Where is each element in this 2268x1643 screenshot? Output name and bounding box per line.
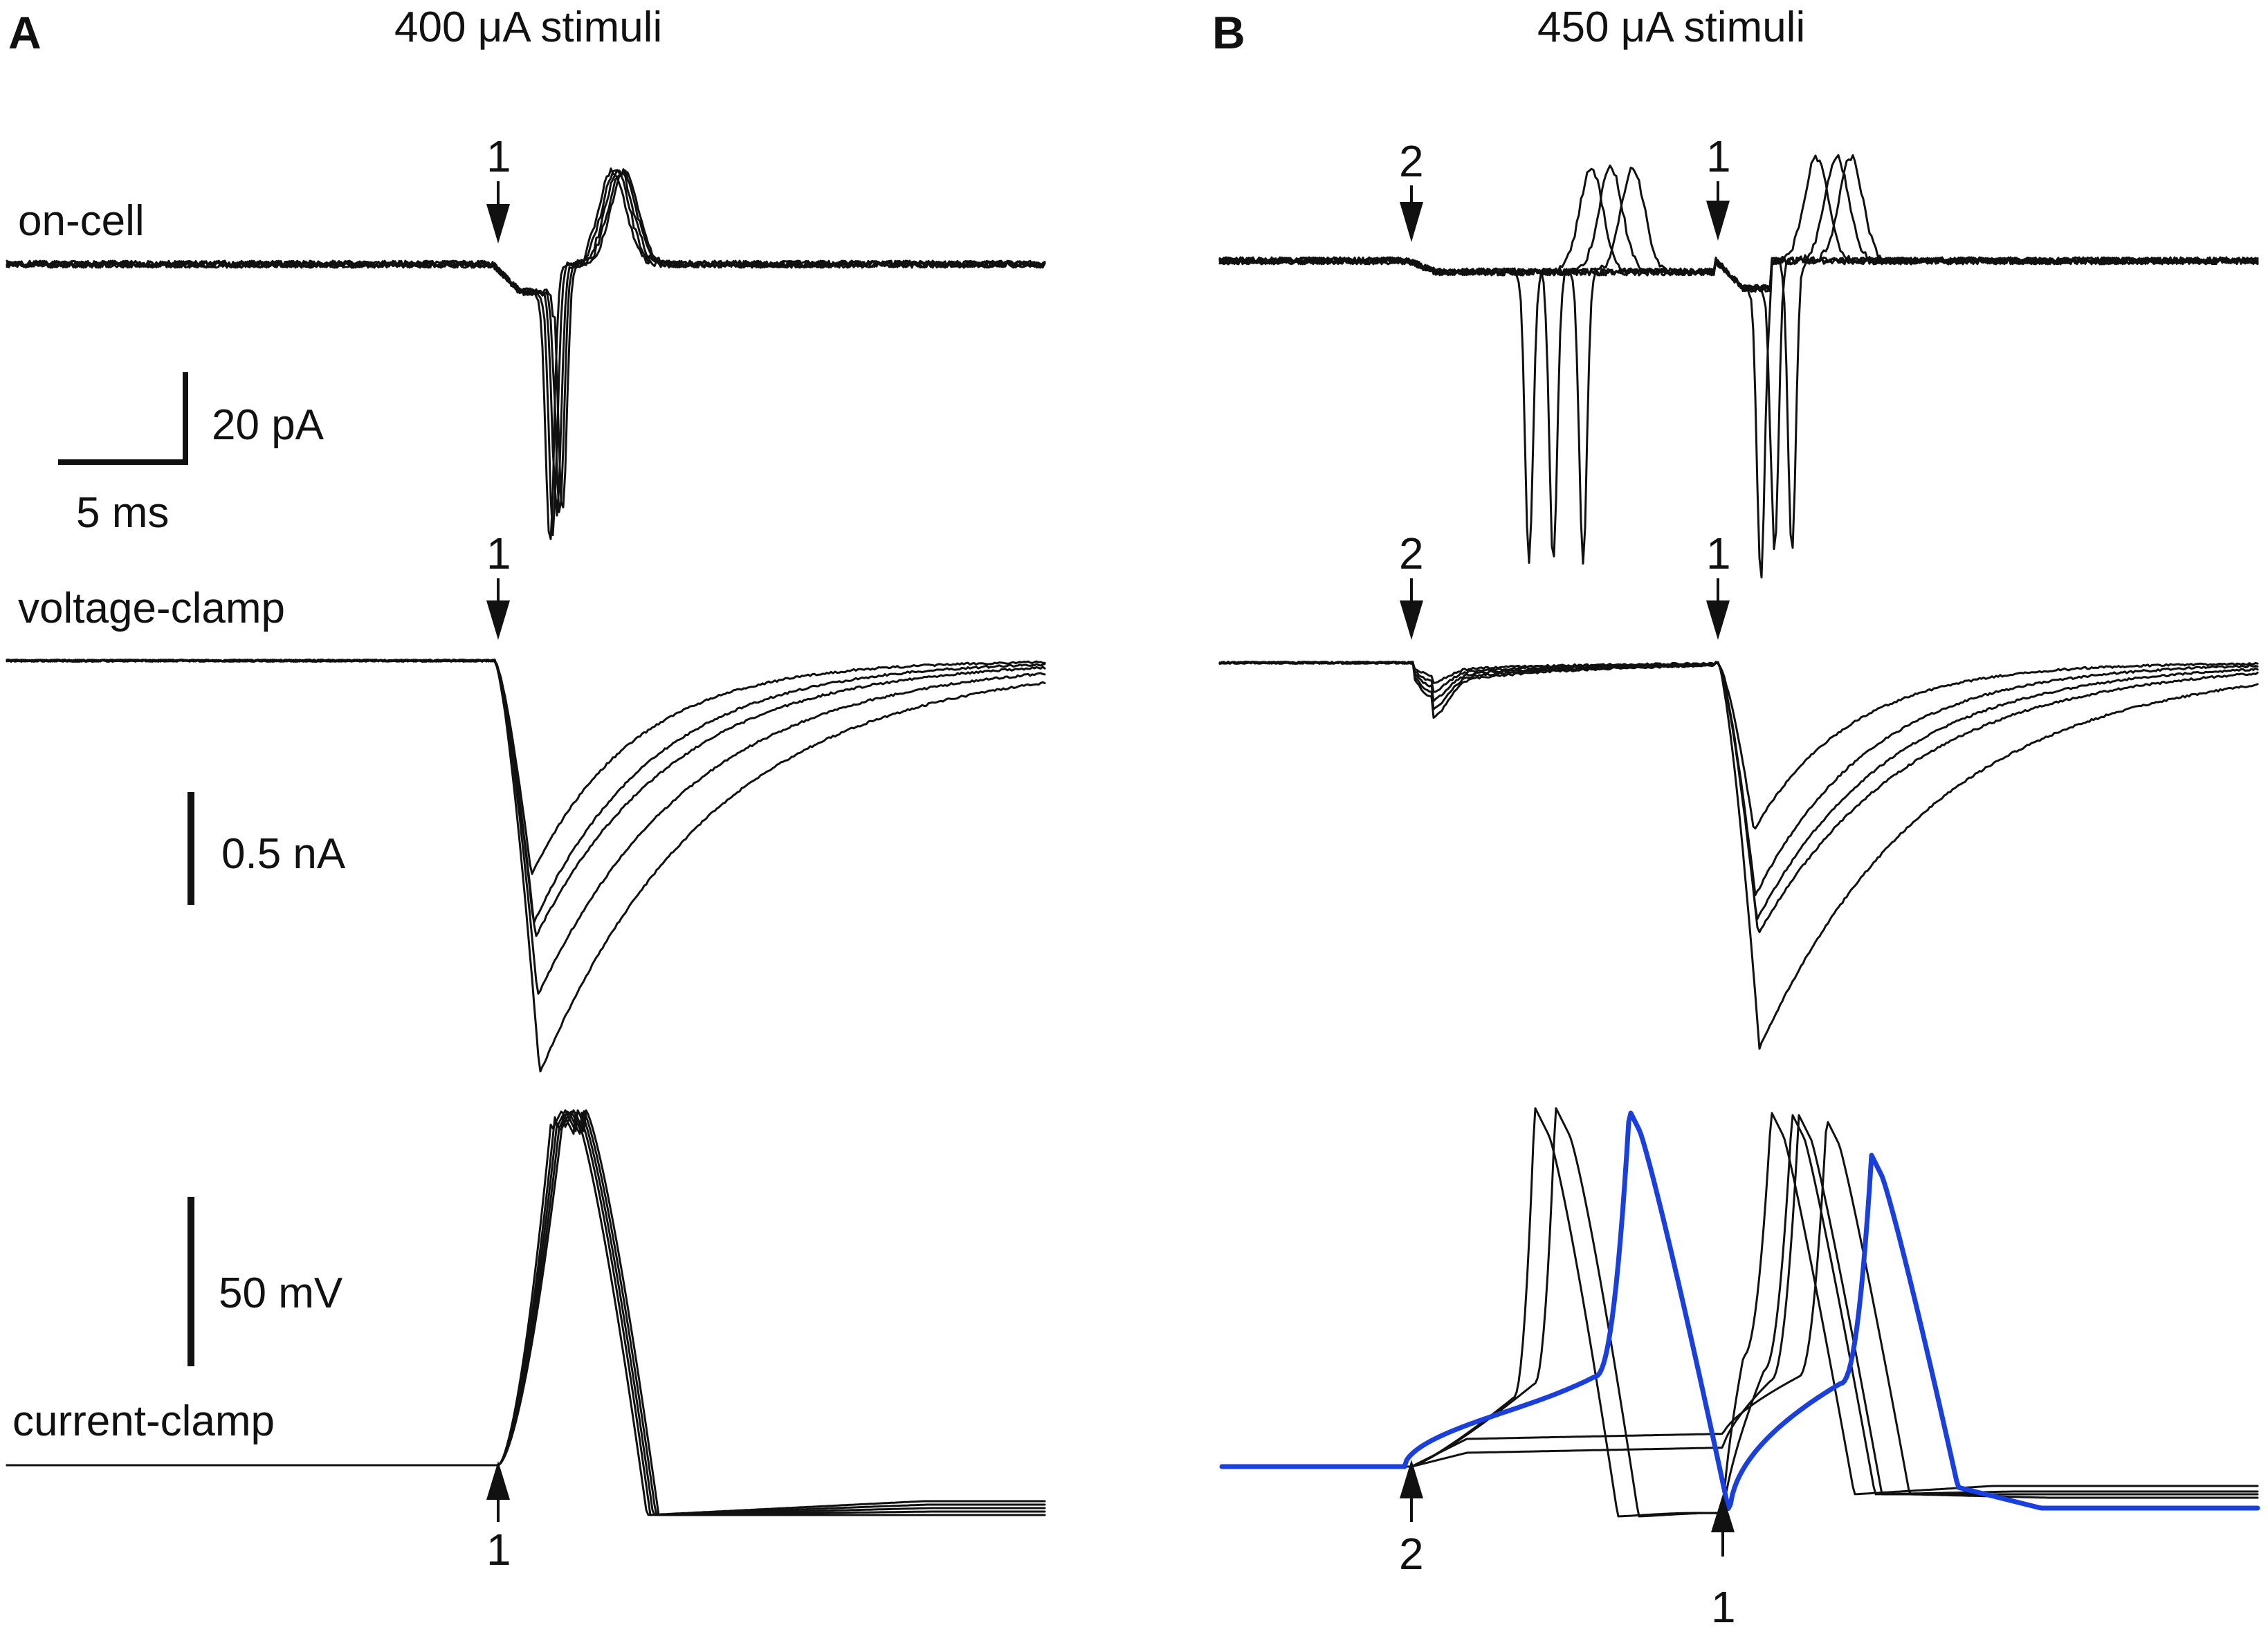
stim-label-b-cclamp-1: 1 bbox=[1711, 1582, 1736, 1632]
row-label-voltage-clamp: voltage-clamp bbox=[18, 585, 285, 632]
stim-label-b-cclamp-2: 2 bbox=[1399, 1529, 1424, 1579]
stimulus-markers: 1 1 1 2 1 2 1 2 1 bbox=[486, 131, 1736, 1632]
stim-label-b-vclamp-2: 2 bbox=[1399, 529, 1424, 578]
arrow-down-icon bbox=[486, 600, 510, 640]
trace-b-vclamp-2 bbox=[1218, 661, 2259, 897]
trace-a-cclamp-5 bbox=[6, 1109, 1046, 1516]
trace-b-vclamp-3 bbox=[1218, 661, 2259, 920]
trace-b-oncell-1 bbox=[1218, 167, 2259, 564]
scale-bar-onCell bbox=[58, 372, 188, 465]
stim-label-a-oncell-1: 1 bbox=[486, 131, 511, 181]
arrow-down-icon bbox=[486, 204, 510, 244]
arrow-down-icon bbox=[1400, 600, 1423, 640]
trace-a-oncell-1 bbox=[6, 167, 1046, 540]
trace-a-oncell-5 bbox=[6, 168, 1046, 508]
arrow-up-icon bbox=[1711, 1494, 1735, 1532]
trace-a-cclamp-2 bbox=[6, 1109, 1046, 1516]
scale-label-20pa: 20 pA bbox=[212, 401, 324, 449]
panel-title-a: 400 μA stimuli bbox=[394, 3, 662, 51]
trace-b-oncell-3 bbox=[1218, 166, 2259, 565]
stim-label-b-oncell-1: 1 bbox=[1706, 131, 1731, 181]
panel-letter-b: B bbox=[1212, 7, 1245, 58]
trace-b-oncell-2 bbox=[1218, 164, 2259, 558]
trace-b-cclamp-1 bbox=[1220, 1107, 2259, 1518]
scale-label-5ms: 5 ms bbox=[76, 489, 169, 537]
trace-b-cclamp-highlight bbox=[1219, 1110, 2260, 1512]
scale-label-50mv: 50 mV bbox=[219, 1269, 343, 1317]
trace-b-oncell-6 bbox=[1218, 154, 2259, 549]
stim-label-a-vclamp-1: 1 bbox=[486, 529, 511, 578]
trace-a-oncell-2 bbox=[6, 169, 1046, 536]
trace-b-vclamp-4 bbox=[1218, 661, 2259, 933]
traces-group bbox=[6, 154, 2260, 1518]
trace-b-cclamp-2 bbox=[1220, 1107, 2259, 1518]
trace-a-vclamp-3 bbox=[6, 659, 1046, 937]
stim-label-a-cclamp-1: 1 bbox=[486, 1525, 511, 1575]
arrow-down-icon bbox=[1706, 201, 1730, 241]
arrow-down-icon bbox=[1400, 202, 1423, 242]
panel-letter-a: A bbox=[8, 7, 42, 58]
trace-a-vclamp-5 bbox=[6, 659, 1046, 1073]
stim-label-b-oncell-2: 2 bbox=[1399, 136, 1424, 186]
panel-title-b: 450 μA stimuli bbox=[1537, 3, 1805, 51]
trace-a-cclamp-4 bbox=[6, 1110, 1046, 1516]
trace-a-cclamp-1 bbox=[6, 1110, 1046, 1516]
trace-a-cclamp-3 bbox=[6, 1110, 1046, 1516]
trace-b-vclamp-5 bbox=[1218, 661, 2259, 1050]
trace-b-oncell-4 bbox=[1218, 154, 2259, 579]
row-label-current-clamp: current-clamp bbox=[12, 1397, 275, 1445]
row-label-on-cell: on-cell bbox=[18, 197, 145, 245]
arrow-down-icon bbox=[1706, 600, 1730, 640]
scale-label-05na: 0.5 nA bbox=[221, 830, 346, 878]
stim-label-b-vclamp-1: 1 bbox=[1706, 529, 1731, 578]
arrow-up-icon bbox=[1400, 1460, 1423, 1498]
trace-b-oncell-5 bbox=[1218, 154, 2259, 551]
arrow-up-icon bbox=[486, 1461, 510, 1500]
